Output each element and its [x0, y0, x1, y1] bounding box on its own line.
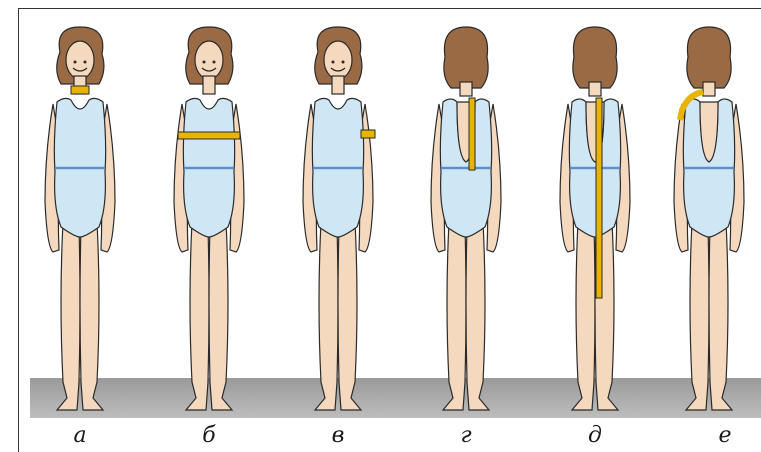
figure-caption-g: г [446, 424, 486, 448]
measuring-tape [469, 98, 475, 170]
figure-back-illustration [530, 22, 660, 422]
figure-caption-a: а [60, 424, 100, 448]
figure-b-chest-measurement [144, 22, 274, 422]
figure-e-shoulder-measurement [644, 22, 761, 422]
figure-back-illustration [401, 22, 531, 422]
figure-caption-v: в [318, 424, 358, 448]
figure-a-neck-measurement [15, 22, 145, 422]
measuring-tape [596, 98, 602, 298]
frame-top-border [18, 8, 761, 9]
figure-caption-d: д [575, 424, 615, 448]
figure-back-illustration [644, 22, 761, 422]
figure-front-illustration [144, 22, 274, 422]
figure-caption-e: е [705, 424, 745, 448]
figure-front-illustration [15, 22, 145, 422]
figure-caption-b: б [189, 424, 229, 448]
figure-d-full-back-length-measurement [530, 22, 660, 422]
figure-front-illustration [273, 22, 403, 422]
measuring-tape [71, 86, 89, 94]
figure-v-upper-arm-measurement [273, 22, 403, 422]
figure-g-back-length-measurement [401, 22, 531, 422]
measuring-tape [178, 132, 240, 139]
measuring-tape [361, 130, 375, 138]
